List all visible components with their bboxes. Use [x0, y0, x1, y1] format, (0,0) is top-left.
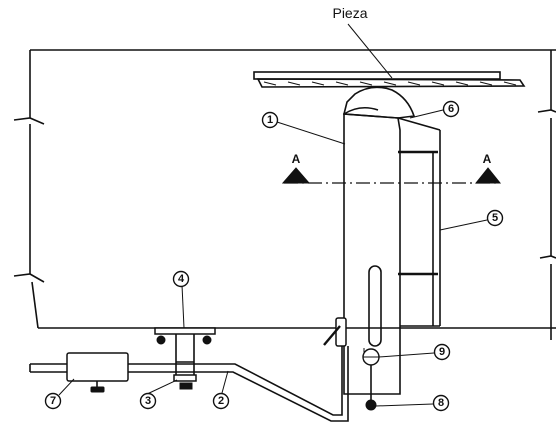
svg-text:2: 2 — [218, 395, 224, 407]
callout-2: 2 — [212, 392, 230, 410]
section-label-right: A — [483, 152, 492, 166]
frame-body — [13, 49, 556, 340]
svg-text:9: 9 — [439, 346, 445, 358]
svg-text:7: 7 — [50, 395, 56, 407]
callout-4: 4 — [172, 270, 190, 288]
svg-text:6: 6 — [448, 103, 454, 115]
clamp-bracket — [154, 327, 216, 390]
callout-1: 1 — [261, 111, 279, 129]
callout-leaders — [58, 109, 488, 407]
callout-8: 8 — [432, 394, 450, 412]
svg-text:5: 5 — [492, 212, 498, 224]
knob — [362, 348, 380, 366]
slide-block — [66, 352, 129, 393]
section-label-left: A — [292, 152, 301, 166]
lever-handle — [323, 317, 347, 347]
section-marker-left — [281, 167, 311, 184]
callout-5: 5 — [486, 209, 504, 227]
svg-text:8: 8 — [438, 397, 444, 409]
support-column — [342, 86, 441, 395]
title-pieza: Pieza — [332, 5, 367, 21]
svg-text:1: 1 — [267, 114, 273, 126]
callout-7: 7 — [44, 392, 62, 410]
bent-rod — [29, 346, 349, 422]
callout-6: 6 — [442, 100, 460, 118]
section-marker-right — [474, 167, 502, 184]
foot-screw — [365, 365, 377, 411]
callout-3: 3 — [139, 392, 157, 410]
section-line: A A — [281, 152, 502, 184]
svg-text:3: 3 — [145, 395, 151, 407]
svg-text:4: 4 — [178, 273, 185, 285]
callout-9: 9 — [433, 343, 451, 361]
workpiece — [253, 71, 526, 88]
title-leader — [347, 23, 393, 79]
